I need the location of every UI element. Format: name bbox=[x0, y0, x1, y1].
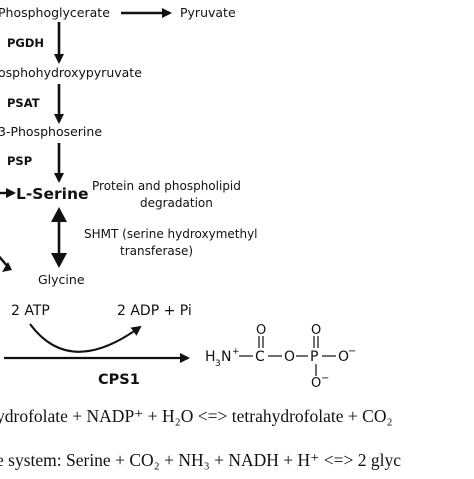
struct-o-bridge: O bbox=[284, 349, 295, 365]
struct-n: N bbox=[221, 349, 231, 365]
arrowhead-shmt-up bbox=[51, 207, 67, 222]
arrowhead-glycine-left bbox=[2, 262, 12, 272]
pyruvate-label: Pyruvate bbox=[180, 5, 236, 20]
equation-line1: ydrofolate + NADP⁺ + H₂O <=> tetrahydrof… bbox=[0, 406, 393, 426]
struct-plus: + bbox=[232, 347, 240, 357]
struct-o-phosphoryl: O bbox=[311, 323, 321, 338]
glycine-label: Glycine bbox=[38, 272, 85, 287]
atp-to-adp-curve bbox=[29, 323, 142, 353]
struct-minus-right: − bbox=[348, 346, 356, 357]
degradation-line2: degradation bbox=[140, 196, 213, 210]
struct-o-right: O bbox=[338, 349, 349, 365]
phosphohydroxypyruvate-label: osphohydroxypyruvate bbox=[0, 65, 142, 80]
shmt-line2: transferase) bbox=[120, 244, 193, 258]
struct-p: P bbox=[310, 349, 318, 365]
phosphoserine-label: 3-Phosphoserine bbox=[0, 124, 102, 139]
enzyme-psp: PSP bbox=[7, 154, 32, 168]
struct-h: H bbox=[205, 349, 216, 365]
adp-label: 2 ADP + Pi bbox=[117, 303, 192, 319]
phosphoglycerate-label: Phosphoglycerate bbox=[0, 5, 110, 20]
struct-minus-bottom: − bbox=[321, 373, 329, 384]
equation-line2: e system: Serine + CO₂ + NH₃ + NADH + H⁺… bbox=[0, 450, 401, 470]
enzyme-psat: PSAT bbox=[7, 96, 40, 110]
shmt-line1: SHMT (serine hydroxymethyl bbox=[84, 227, 258, 241]
enzyme-pgdh: PGDH bbox=[7, 36, 44, 50]
carbamoyl-phosphate-structure: H 3 N + C O O P O O − O − bbox=[205, 323, 356, 391]
cps1-label: CPS1 bbox=[98, 372, 140, 388]
struct-o-carbonyl: O bbox=[256, 323, 266, 338]
degradation-line1: Protein and phospholipid bbox=[92, 179, 241, 193]
struct-o-bottom: O bbox=[311, 376, 321, 391]
l-serine-label: L-Serine bbox=[16, 185, 89, 203]
atp-label: 2 ATP bbox=[11, 303, 50, 319]
arrowhead-shmt-down bbox=[51, 253, 67, 268]
struct-sub3: 3 bbox=[215, 359, 221, 369]
struct-c: C bbox=[255, 349, 265, 365]
